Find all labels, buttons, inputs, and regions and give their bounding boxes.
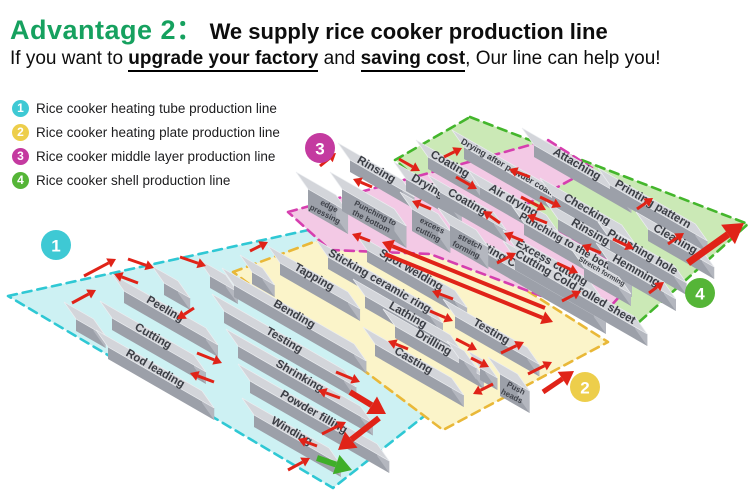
flow-arrow: [429, 309, 453, 323]
flow-arrow: [455, 337, 477, 351]
flow-arrow: [561, 290, 581, 303]
flow-arrow: [287, 457, 310, 472]
zone-number-badge-label: 1: [51, 237, 60, 256]
zone-number-badge: 3: [305, 133, 335, 163]
legend-item-heating-plate: 2 Rice cooker heating plate production l…: [12, 120, 280, 144]
legend-item-shell: 4 Rice cooker shell production line: [12, 168, 280, 192]
flow-arrow: [321, 421, 346, 436]
flow-arrow: [612, 237, 634, 250]
flow-arrow: [127, 257, 154, 271]
flow-arrow: [412, 199, 432, 211]
flow-arrow: [338, 415, 381, 450]
legend-item-heating-tube: 1 Rice cooker heating tube production li…: [12, 96, 280, 120]
legend-label-3: Rice cooker middle layer production line: [36, 148, 276, 164]
flow-arrow: [318, 388, 341, 400]
flow-arrow: [443, 147, 462, 159]
flow-arrow: [500, 341, 524, 355]
legend-item-middle-layer: 3 Rice cooker middle layer production li…: [12, 144, 280, 168]
legend-label-4: Rice cooker shell production line: [36, 172, 231, 188]
flow-arrow: [541, 371, 574, 395]
flow-arrow: [353, 177, 373, 189]
flow-arrow: [582, 243, 602, 255]
flow-arrow: [473, 382, 494, 395]
flow-arrow: [71, 289, 96, 305]
flow-arrow: [398, 157, 420, 172]
flow-arrow: [114, 272, 139, 285]
zone-number-badge-label: 2: [580, 379, 589, 398]
subtitle: If you want to upgrade your factory and …: [10, 48, 661, 72]
conveyor-bar: Cutting: [99, 300, 207, 384]
flow-arrow: [190, 371, 215, 384]
flow-arrow: [388, 339, 409, 351]
advantage-label: Advantage 2：: [10, 15, 204, 45]
conveyor-bar: [239, 254, 275, 297]
flow-arrow: [496, 252, 516, 265]
flow-arrow: [509, 167, 531, 179]
flow-arrow: [384, 252, 553, 325]
flow-arrow: [83, 258, 116, 278]
legend-badge-4: 4: [12, 171, 29, 189]
subtitle-part2: and: [318, 48, 361, 69]
legend: 1 Rice cooker heating tube production li…: [12, 96, 280, 192]
flow-arrow: [455, 175, 477, 190]
zone-number-badge: 1: [41, 230, 71, 260]
flow-arrow: [382, 239, 546, 310]
legend-badge-3: 3: [12, 147, 29, 165]
flow-arrow: [177, 306, 195, 319]
flow-arrow: [432, 289, 454, 301]
zone-number-badge-label: 3: [315, 140, 324, 159]
subtitle-part3: , Our line can help you!: [465, 48, 661, 69]
title-text: We supply rice cooker production line: [209, 19, 608, 44]
flow-arrow: [539, 195, 561, 208]
zone-number-badge: 2: [570, 372, 600, 402]
flow-arrow: [316, 454, 352, 475]
flow-arrow: [556, 261, 578, 274]
process-block: stretchforming: [437, 207, 489, 269]
flow-arrow: [352, 232, 371, 243]
flow-arrow: [527, 361, 552, 376]
flow-arrow: [667, 233, 684, 246]
flow-arrow: [648, 282, 664, 295]
flow-arrow: [298, 437, 318, 448]
conveyor-bar: Peeling: [111, 273, 219, 357]
flow-arrow: [335, 370, 360, 384]
legend-badge-2: 2: [12, 123, 29, 141]
flow-arrow: [348, 389, 386, 414]
legend-label-1: Rice cooker heating tube production line: [36, 100, 277, 116]
zone-number-badge: 4: [685, 278, 715, 308]
legend-label-2: Rice cooker heating plate production lin…: [36, 124, 280, 140]
subtitle-underline1: upgrade your factory: [128, 48, 319, 72]
flow-arrow: [527, 213, 548, 225]
page-title: Advantage 2：We supply rice cooker produc…: [10, 8, 608, 47]
legend-badge-1: 1: [12, 99, 29, 117]
flow-arrow: [636, 198, 653, 211]
flow-arrow: [249, 241, 268, 253]
process-block: Pushheads: [487, 356, 530, 413]
conveyor-bar: [446, 340, 477, 380]
flow-arrow: [196, 351, 222, 365]
flow-arrow: [504, 231, 524, 243]
process-block: edgepressing: [295, 171, 349, 234]
flow-arrow: [179, 255, 206, 269]
flow-arrow: [685, 223, 744, 266]
flow-arrow: [470, 356, 489, 368]
zone-number-badge-label: 4: [695, 285, 705, 304]
subtitle-part1: If you want to: [10, 48, 129, 69]
flow-arrow: [520, 195, 546, 211]
conveyor-bar: [151, 265, 191, 310]
flow-arrow: [483, 211, 501, 225]
subtitle-underline2: saving cost: [360, 48, 466, 72]
